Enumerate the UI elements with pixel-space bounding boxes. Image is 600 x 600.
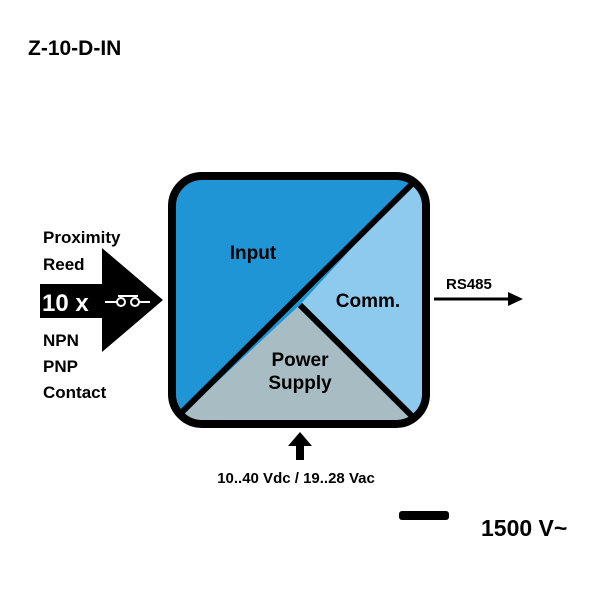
power-label-line1: Power xyxy=(271,350,329,371)
diagram-title: Z-10-D-IN xyxy=(28,37,121,60)
module-box xyxy=(172,176,426,424)
input-count-label: 10 x xyxy=(42,290,89,317)
input-arrow xyxy=(40,248,163,352)
divider-line xyxy=(297,302,423,424)
power-arrow-head xyxy=(288,432,312,446)
isolation-bar-icon xyxy=(399,511,449,520)
power-arrow-shaft xyxy=(296,444,304,460)
divider-line xyxy=(173,176,423,421)
power-supply-label: 10..40 Vdc / 19..28 Vac xyxy=(217,470,375,487)
output-label: RS485 xyxy=(446,276,492,293)
switch-contact-icon xyxy=(105,295,150,307)
input-type-label: PNP xyxy=(43,357,78,376)
isolation-label: 1500 V~ xyxy=(481,515,567,541)
comm-label: Comm. xyxy=(336,291,400,312)
input-type-label: Proximity xyxy=(43,228,121,247)
output-arrow-head xyxy=(508,292,523,306)
power-label-line2: Supply xyxy=(268,373,332,394)
comm-region xyxy=(300,176,426,424)
power-supply-region xyxy=(172,305,420,424)
input-type-label: NPN xyxy=(43,331,79,350)
input-type-label: Reed xyxy=(43,255,85,274)
module-outline xyxy=(168,172,430,428)
input-type-label: Contact xyxy=(43,383,107,402)
input-label: Input xyxy=(230,243,277,264)
